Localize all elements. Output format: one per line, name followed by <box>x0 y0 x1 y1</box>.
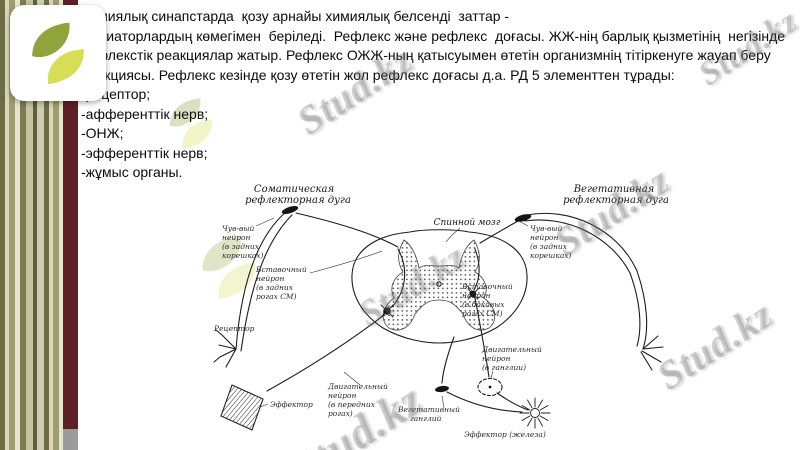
text-line: -рецептор; <box>81 86 151 102</box>
label-right-sensory: (в задних <box>530 242 568 251</box>
reflex-arc-diagram: Соматическая рефлекторная дуга Вегетатив… <box>212 179 669 448</box>
central-canal <box>436 281 442 287</box>
spinal-cord-outline <box>351 229 528 344</box>
vegetative-ganglion-dashed <box>477 377 503 397</box>
label-motor-neuron: нейрон <box>328 391 357 400</box>
label-ganglion-motor: нейрон <box>482 354 511 363</box>
receptor-icon <box>213 329 237 368</box>
pointer-lines <box>255 217 529 409</box>
maroon-accent-bar <box>63 0 78 429</box>
text-line: реакциясы. Рефлекс кезінде қозу өтетін ж… <box>81 66 675 83</box>
label-motor-neuron: Двигательный <box>327 382 388 391</box>
motor-axon <box>266 314 385 392</box>
text-line: Химиялық синапстарда қозу арнайы химиялы… <box>81 8 510 24</box>
ventral-branch <box>441 336 455 384</box>
label-left-interneuron: Вставочный <box>255 265 307 274</box>
label-ganglion-motor: (в ганглии) <box>482 363 526 372</box>
sensory-dendrite <box>235 211 287 350</box>
label-spinal-cord: Спинной мозг <box>434 218 501 228</box>
receptor-icon-right <box>640 335 664 371</box>
label-left-interneuron: рогах СМ) <box>256 292 297 301</box>
gray-accent-segment <box>63 429 78 450</box>
spinal-cord-gray-matter <box>382 239 496 331</box>
preganglionic-fiber <box>474 297 490 378</box>
text-line: -жұмыс органы. <box>81 164 183 180</box>
label-left-sensory: нейрон <box>222 233 251 242</box>
label-right-sensory: Чув-вый <box>530 224 563 233</box>
label-left-sensory: Чув-вый <box>222 224 255 233</box>
sympathetic-ganglion-node <box>435 385 449 393</box>
butterfly-leaf-icon <box>20 15 96 91</box>
sensory-loop-outer <box>526 212 648 350</box>
sensory-loop-inner <box>524 219 641 347</box>
motor-neuron-spikes <box>380 304 394 318</box>
label-motor-neuron: (в передних <box>328 400 376 409</box>
text-line: -афференттік нерв; <box>81 105 209 122</box>
stud-kz-logo <box>10 5 106 101</box>
label-vegetative-title: Вегетативная <box>573 184 655 195</box>
label-effector-gland: Эффектор (железа) <box>464 430 546 439</box>
text-line: -ОНЖ; <box>81 125 124 141</box>
effector-gland <box>519 397 551 429</box>
label-receptor: Рецептор <box>213 324 255 333</box>
label-right-interneuron: рогах СМ) <box>462 309 503 318</box>
label-right-interneuron: нейрон <box>462 291 491 300</box>
text-line: -эфференттік нерв; <box>81 144 208 161</box>
label-left-sensory: (в задних <box>222 242 260 251</box>
dorsal-root-right <box>479 220 519 244</box>
sensory-axon <box>240 214 293 352</box>
postganglionic-fiber <box>496 392 529 411</box>
ganglion-dot <box>488 385 492 389</box>
interneuron-path-right <box>473 248 480 291</box>
vegetative-arc <box>435 212 664 429</box>
label-left-interneuron: (в задних <box>256 283 294 292</box>
label-somatic-title: Соматическая <box>254 184 334 195</box>
label-left-interneuron: нейрон <box>256 274 285 283</box>
spinal-cord-cross-section <box>351 229 528 344</box>
effector-muscle <box>220 384 264 431</box>
dorsal-root <box>295 212 399 248</box>
interneuron-path <box>391 248 406 308</box>
diagram-labels: Соматическая рефлекторная дуга Вегетатив… <box>213 184 669 439</box>
label-motor-neuron: рогах) <box>328 409 353 418</box>
label-ganglion-motor: Двигательный <box>481 345 542 354</box>
text-line: медиаторлардың көмегімен беріледі. Рефле… <box>81 27 786 44</box>
label-vegetative-ganglion: Вегетативный <box>397 405 460 414</box>
label-right-sensory: нейрон <box>530 233 559 242</box>
somatic-arc <box>213 205 406 431</box>
label-somatic-subtitle: рефлекторная дуга <box>245 195 351 206</box>
lateral-horn-spikes <box>467 288 479 300</box>
label-left-sensory: корешках) <box>222 251 264 260</box>
label-right-interneuron: (в боковых <box>462 300 505 309</box>
text-line: рефлекстік реакциялар жатыр. Рефлекс ОЖЖ… <box>81 47 771 63</box>
slide-body-text: Химиялық синапстарда қозу арнайы химиялы… <box>81 7 797 183</box>
sensory-neuron-body-right <box>514 214 532 222</box>
sensory-neuron-body <box>281 205 299 215</box>
label-vegetative-ganglion: ганглий <box>410 414 442 423</box>
label-effector: Эффектор <box>270 400 313 409</box>
label-right-interneuron: Вставочный <box>461 282 513 291</box>
reflex-arc-figure: Соматическая рефлекторная дуга Вегетатив… <box>213 184 669 439</box>
label-right-sensory: корешках) <box>530 251 572 260</box>
label-vegetative-subtitle: рефлекторная дуга <box>563 195 668 206</box>
ganglion-to-gland <box>446 391 523 413</box>
